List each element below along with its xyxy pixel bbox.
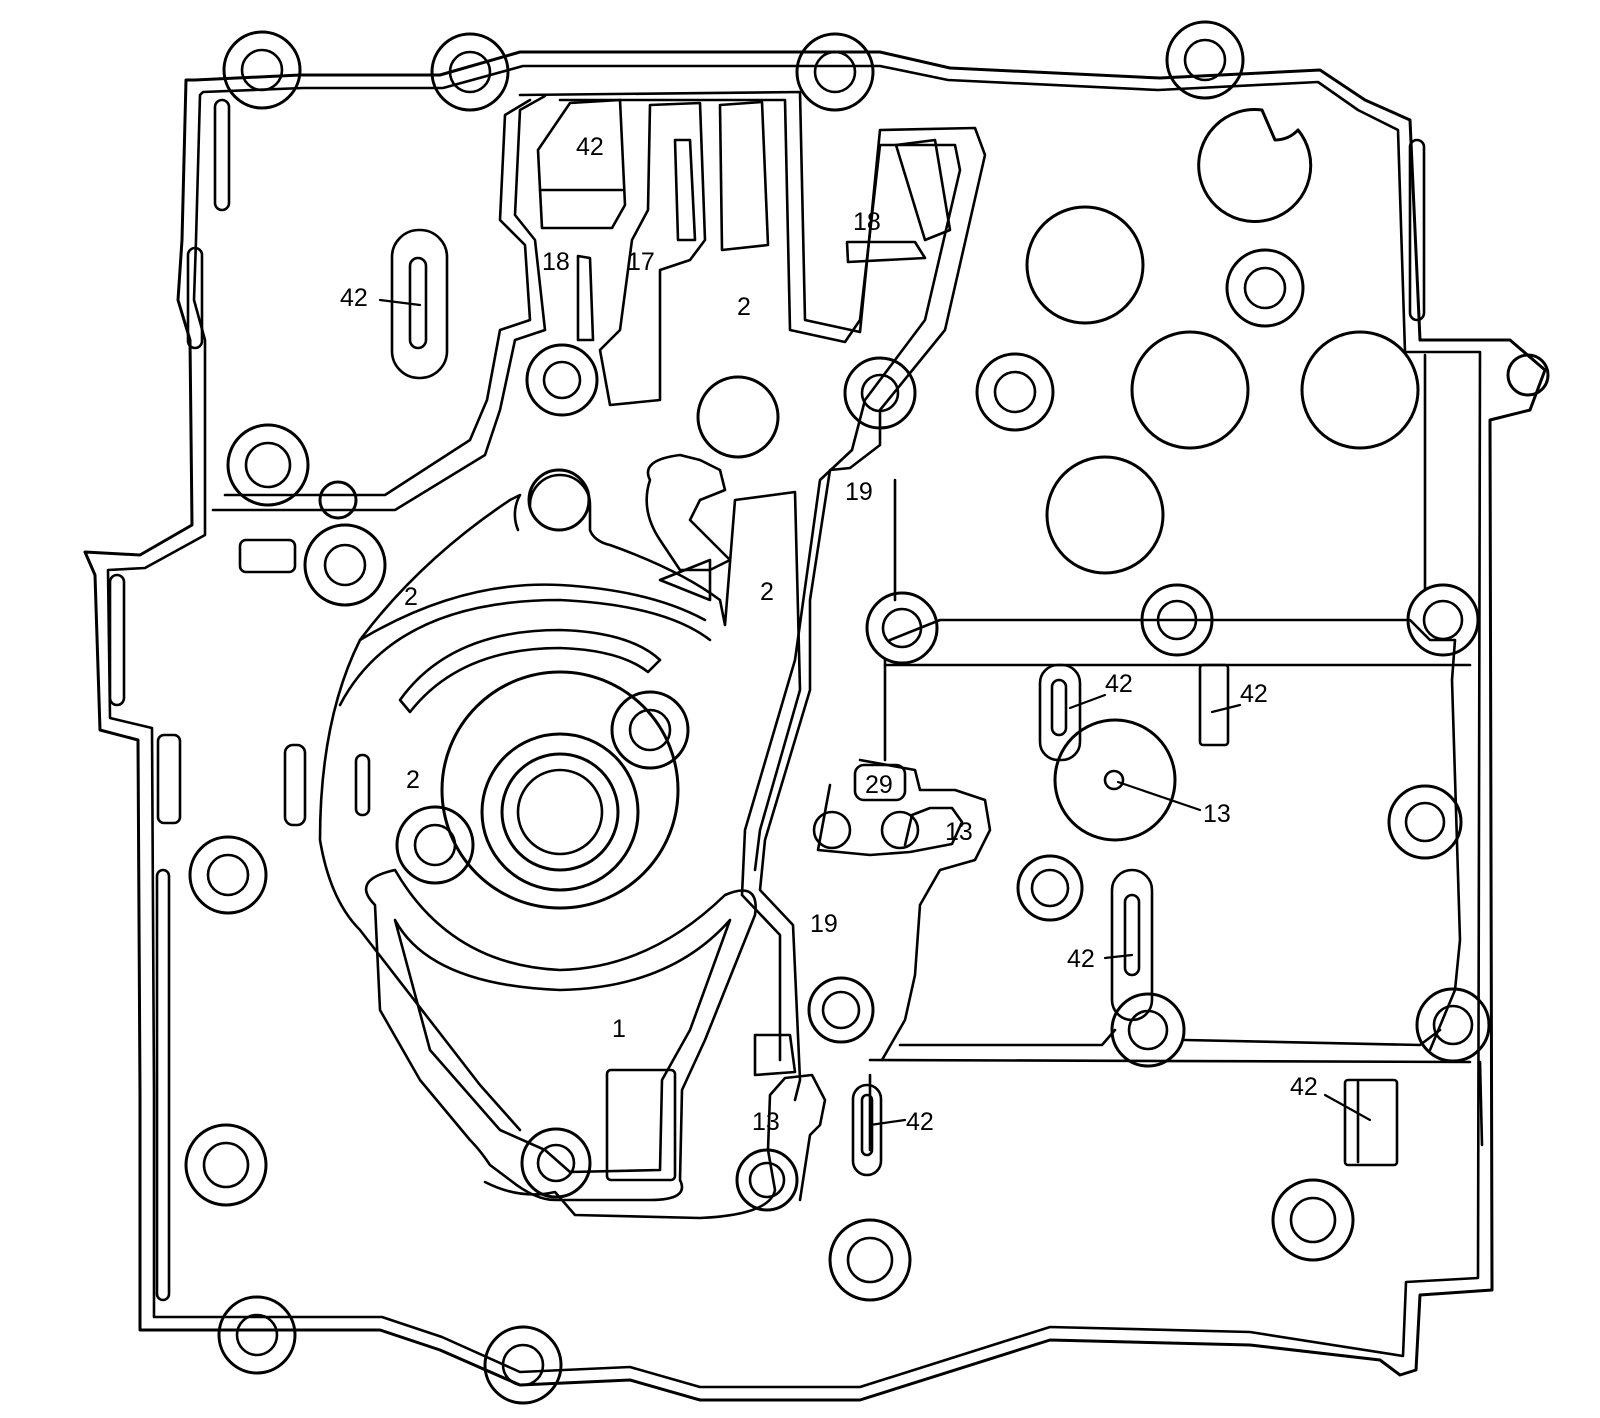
large-orifices	[527, 108, 1420, 842]
bolt-hole	[1506, 353, 1550, 397]
bolt-hole	[395, 805, 475, 885]
label-2-left: 2	[404, 583, 418, 611]
label-42-bottom-slot: 42	[906, 1108, 934, 1136]
label-29: 29	[865, 771, 893, 799]
bolt-hole	[610, 690, 690, 770]
label-1: 1	[612, 1015, 626, 1043]
label-13-right-small: 13	[945, 818, 973, 846]
label-2-mid: 2	[406, 766, 420, 794]
callout-labels: 42 42 18 17 18 2 19 2 2 2 29 13 42 42 13…	[340, 133, 1318, 1136]
bolt-hole	[1387, 784, 1463, 860]
bolt-hole	[828, 1218, 912, 1302]
bolt-hole	[430, 32, 510, 112]
bolt-hole	[217, 1295, 297, 1375]
label-19-upper: 19	[845, 478, 873, 506]
label-2-upper: 2	[737, 293, 751, 321]
bolt-hole	[975, 352, 1055, 432]
label-17: 17	[627, 248, 655, 276]
bolt-hole	[1110, 992, 1186, 1068]
plate-outline	[83, 50, 1547, 1402]
bolt-hole	[222, 30, 302, 110]
label-13-orifice: 13	[1203, 800, 1231, 828]
label-13-lower: 13	[752, 1108, 780, 1136]
bolt-hole	[795, 32, 875, 112]
bolt-hole	[865, 591, 939, 665]
bolt-hole	[1165, 20, 1245, 100]
label-19-lower: 19	[810, 910, 838, 938]
label-42-right-slot-b: 42	[1240, 680, 1268, 708]
bolt-hole	[1225, 248, 1305, 328]
bolt-hole	[226, 423, 310, 507]
fluid-passages	[108, 90, 1484, 1302]
leader-lines	[378, 298, 1372, 1127]
label-42-bottom-right: 42	[1290, 1073, 1318, 1101]
bolt-hole	[525, 343, 599, 417]
bolt-hole	[1016, 854, 1084, 922]
bolt-hole	[184, 1123, 268, 1207]
label-42-left-slot: 42	[340, 284, 368, 312]
bolt-hole	[483, 1325, 563, 1405]
bolt-hole	[188, 835, 268, 915]
label-18-right: 18	[853, 208, 881, 236]
bolt-hole	[303, 523, 387, 607]
bolt-hole	[1406, 583, 1480, 657]
label-42-lower-slot: 42	[1067, 945, 1095, 973]
bolt-hole	[520, 1127, 592, 1199]
label-18-left: 18	[542, 248, 570, 276]
label-42-right-slot-a: 42	[1105, 670, 1133, 698]
bolt-hole	[1271, 1178, 1355, 1262]
label-42-top-pocket: 42	[576, 133, 604, 161]
bolt-hole	[318, 480, 358, 520]
bolt-hole	[807, 976, 875, 1044]
central-bore	[440, 670, 680, 910]
label-2-right: 2	[760, 578, 774, 606]
bolt-holes	[184, 20, 1550, 1405]
